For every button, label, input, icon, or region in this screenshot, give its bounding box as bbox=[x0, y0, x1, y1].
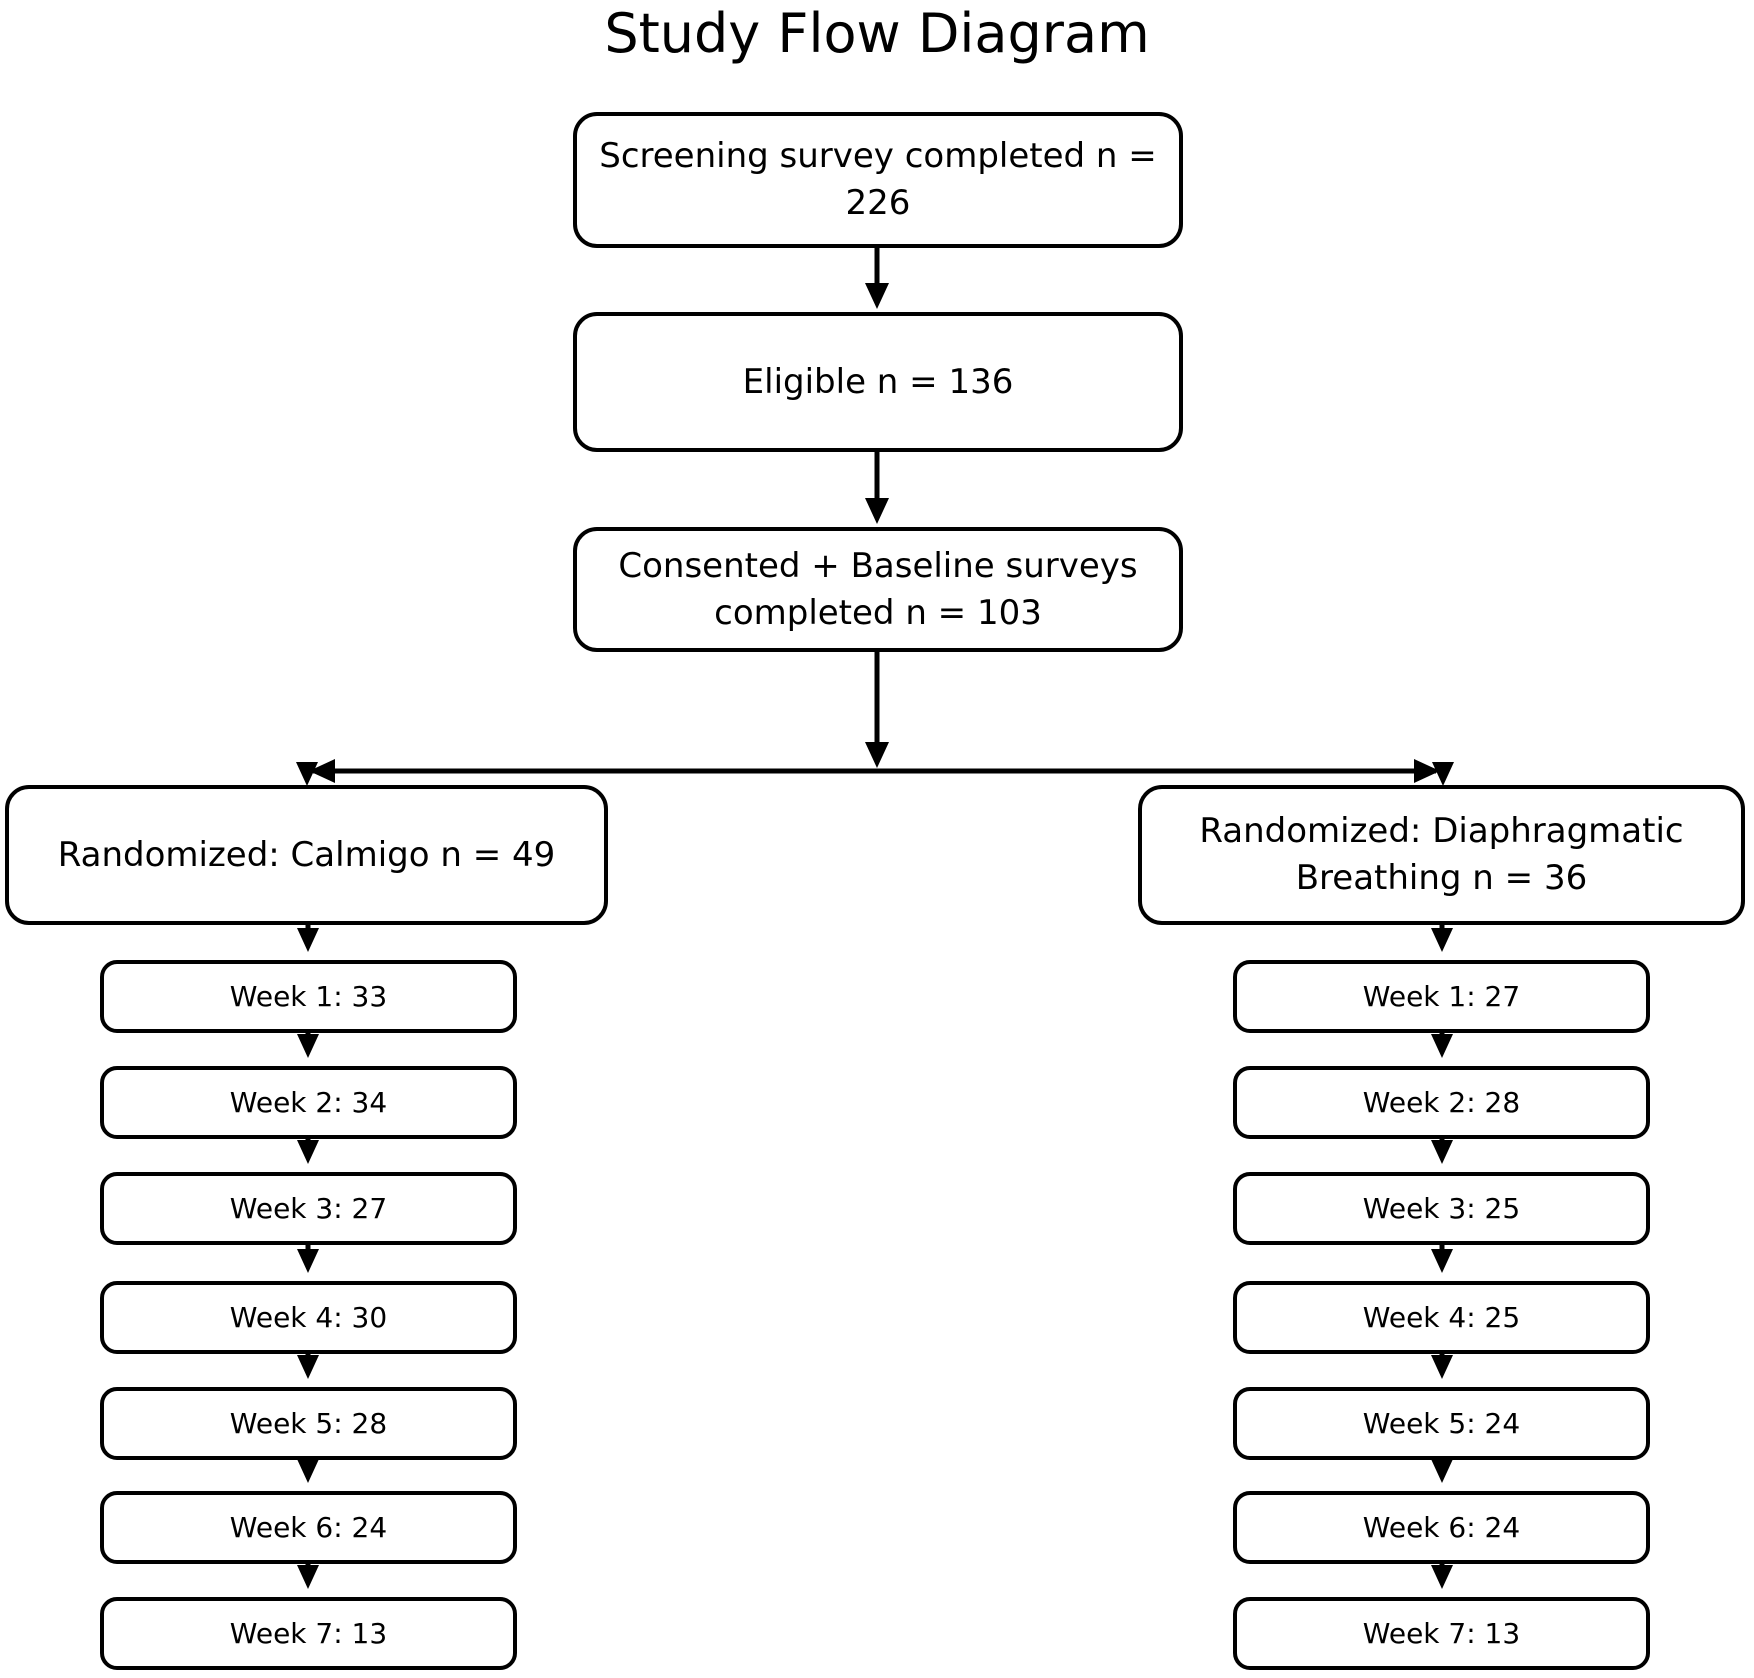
week-box: Week 3: 27 bbox=[100, 1172, 517, 1245]
eligible-label: Eligible n = 136 bbox=[742, 361, 1014, 402]
week-box: Week 5: 28 bbox=[100, 1387, 517, 1460]
week-label: Week 4: 30 bbox=[229, 1300, 388, 1334]
week-box: Week 3: 25 bbox=[1233, 1172, 1650, 1245]
week-box: Week 2: 28 bbox=[1233, 1066, 1650, 1139]
week-label: Week 3: 27 bbox=[229, 1191, 388, 1225]
randomized-calmigo-label: Randomized: Calmigo n = 49 bbox=[57, 834, 556, 875]
week-box: Week 6: 24 bbox=[1233, 1491, 1650, 1564]
randomized-breathing-label: Randomized: Diaphragmatic Breathing n = … bbox=[1199, 811, 1684, 898]
week-box: Week 5: 24 bbox=[1233, 1387, 1650, 1460]
arrow-consented-to-branch bbox=[865, 652, 889, 768]
week-label: Week 7: 13 bbox=[229, 1616, 388, 1650]
week-box: Week 2: 34 bbox=[100, 1066, 517, 1139]
week-label: Week 2: 28 bbox=[1362, 1085, 1521, 1119]
week-label: Week 3: 25 bbox=[1362, 1191, 1521, 1225]
week-box: Week 4: 30 bbox=[100, 1281, 517, 1354]
breathing-column-arrows bbox=[1431, 925, 1453, 1589]
arrow-eligible-to-consented bbox=[865, 452, 889, 524]
arrow-screening-to-eligible bbox=[865, 248, 889, 309]
week-box: Week 4: 25 bbox=[1233, 1281, 1650, 1354]
week-label: Week 6: 24 bbox=[1362, 1510, 1521, 1544]
screening-label: Screening survey completed n = 226 bbox=[599, 136, 1157, 223]
branch-line bbox=[296, 759, 1454, 786]
week-label: Week 7: 13 bbox=[1362, 1616, 1521, 1650]
consented-box: Consented + Baseline surveys completed n… bbox=[573, 527, 1183, 652]
week-label: Week 5: 28 bbox=[229, 1406, 388, 1440]
screening-box: Screening survey completed n = 226 bbox=[573, 112, 1183, 248]
calmigo-column-arrows bbox=[297, 925, 319, 1589]
week-label: Week 2: 34 bbox=[229, 1085, 388, 1119]
week-box: Week 7: 13 bbox=[100, 1597, 517, 1670]
consented-label: Consented + Baseline surveys completed n… bbox=[618, 545, 1138, 633]
week-label: Week 1: 33 bbox=[229, 979, 388, 1013]
week-label: Week 6: 24 bbox=[229, 1510, 388, 1544]
randomized-breathing-box: Randomized: Diaphragmatic Breathing n = … bbox=[1138, 785, 1745, 925]
week-label: Week 1: 27 bbox=[1362, 979, 1521, 1013]
week-label: Week 5: 24 bbox=[1362, 1406, 1521, 1440]
page-title: Study Flow Diagram bbox=[604, 2, 1150, 65]
week-box: Week 1: 27 bbox=[1233, 960, 1650, 1033]
eligible-box: Eligible n = 136 bbox=[573, 312, 1183, 452]
week-label: Week 4: 25 bbox=[1362, 1300, 1521, 1334]
week-box: Week 1: 33 bbox=[100, 960, 517, 1033]
randomized-calmigo-box: Randomized: Calmigo n = 49 bbox=[5, 785, 608, 925]
week-box: Week 6: 24 bbox=[100, 1491, 517, 1564]
week-box: Week 7: 13 bbox=[1233, 1597, 1650, 1670]
